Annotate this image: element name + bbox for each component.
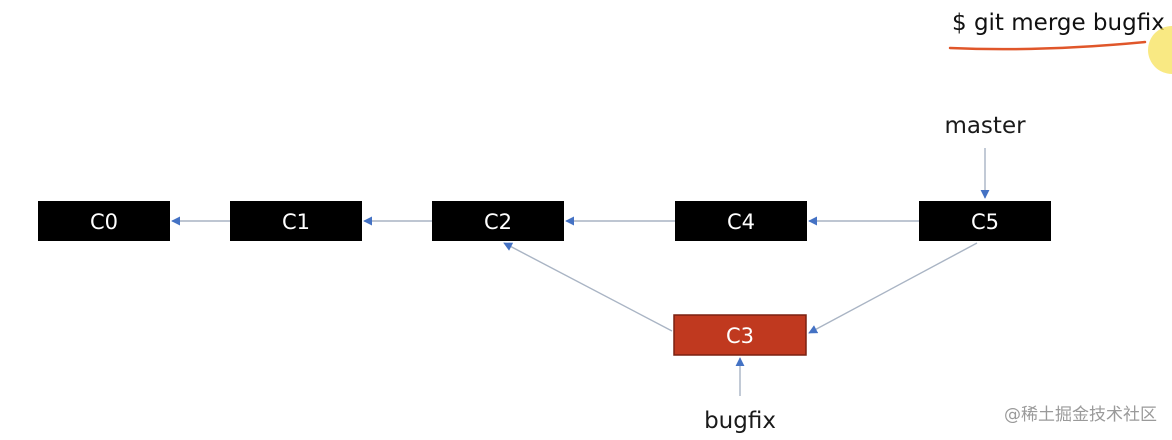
commit-label: C4	[727, 210, 755, 234]
commit-box	[919, 201, 1051, 241]
commit-box	[675, 201, 807, 241]
branch-ref-master: master	[944, 113, 1026, 199]
commit-node-c3: C3	[673, 314, 807, 356]
commit-label: C2	[484, 210, 512, 234]
commit-node-c1: C1	[230, 201, 362, 241]
commit-box	[432, 201, 564, 241]
watermark: @稀土掘金技术社区	[1004, 405, 1157, 425]
edge-c3-to-c2	[503, 242, 673, 332]
command-underline	[948, 40, 1147, 51]
commit-node-c2: C2	[432, 201, 564, 241]
commit-box	[673, 314, 807, 356]
branch-label: bugfix	[704, 408, 776, 434]
branch-label: master	[944, 113, 1026, 139]
command-text: $ git merge bugfix	[952, 10, 1165, 36]
commit-box	[38, 201, 170, 241]
commit-label: C1	[282, 210, 310, 234]
edge-c5-to-c3	[808, 242, 978, 334]
commit-node-c5: C5	[919, 201, 1051, 241]
commit-node-c4: C4	[675, 201, 807, 241]
commit-node-c0: C0	[38, 201, 170, 241]
branch-ref-bugfix: bugfix	[704, 357, 776, 434]
commit-label: C3	[726, 324, 754, 348]
cursor-highlight	[1148, 26, 1172, 74]
edges-layer	[171, 216, 978, 334]
branch-refs: master bugfix	[704, 113, 1026, 434]
commit-box	[230, 201, 362, 241]
commit-label: C5	[971, 210, 999, 234]
commit-label: C0	[90, 210, 118, 234]
